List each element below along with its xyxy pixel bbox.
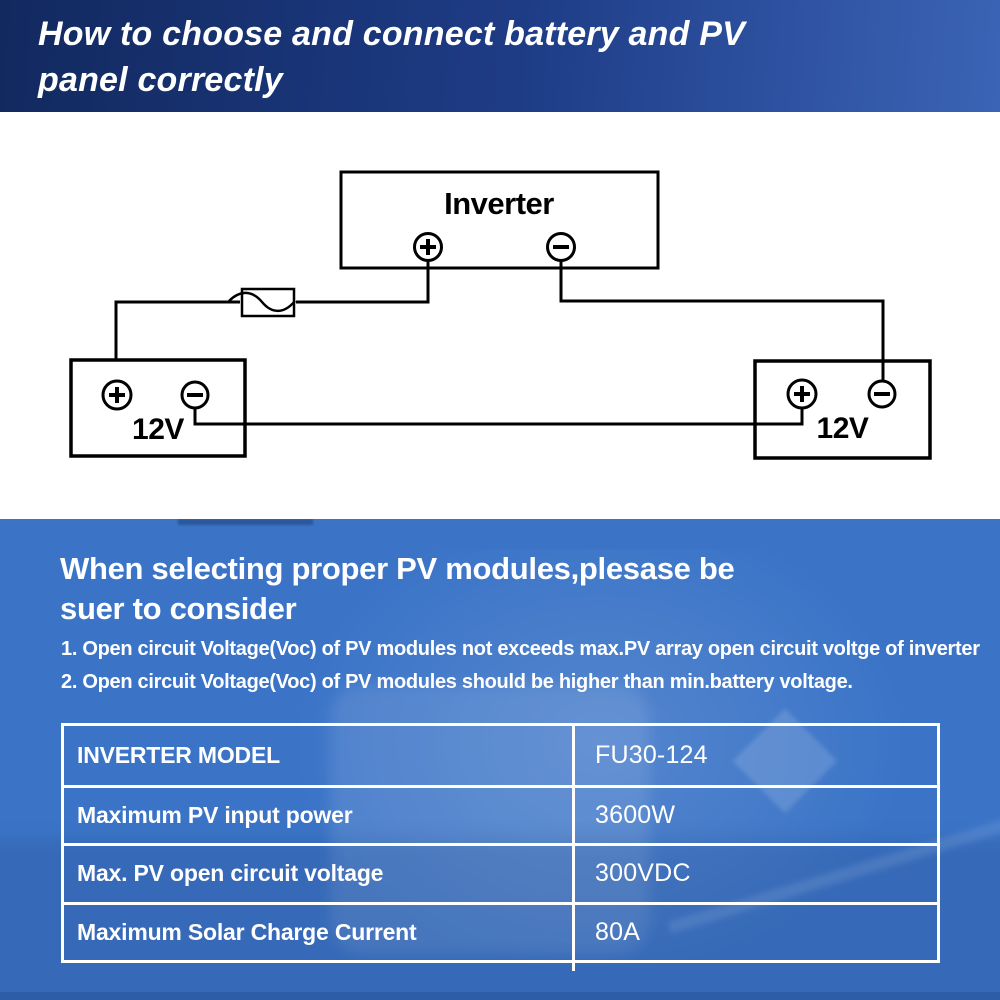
- spec-table: INVERTER MODEL FU30-124 Maximum PV input…: [61, 723, 940, 971]
- battery-left-box: [69, 358, 247, 458]
- spec-row-label: Maximum PV input power: [64, 784, 572, 844]
- battery-right-box: [753, 359, 932, 460]
- spec-row-value: 80A: [572, 901, 937, 960]
- header-banner: How to choose and connect battery and PV…: [0, 0, 1000, 112]
- inverter-minus-terminal-icon: [546, 232, 576, 262]
- battery-right-label: 12V: [816, 412, 869, 445]
- spec-row-label: INVERTER MODEL: [77, 741, 280, 768]
- note-1: 1. Open circuit Voltage(Voc) of PV modul…: [61, 638, 980, 660]
- spec-row-value: FU30-124: [572, 726, 937, 785]
- section-heading: When selecting proper PV modules,plesase…: [60, 549, 735, 629]
- page-title-line1: How to choose and connect battery and PV: [38, 15, 745, 53]
- battery-right-minus-terminal-icon: [867, 379, 897, 409]
- battery-right-plus-terminal-icon: [786, 378, 818, 410]
- wire-inverter-plus-to-fuse: [296, 260, 430, 304]
- spec-row-value: 3600W: [572, 784, 937, 843]
- battery-left-label: 12V: [132, 413, 184, 446]
- pv-info-section: When selecting proper PV modules,plesase…: [0, 519, 1000, 1000]
- inverter-plus-terminal-icon: [413, 232, 443, 262]
- inverter-label: Inverter: [444, 186, 554, 221]
- inverter-box: [339, 170, 660, 270]
- page-title-line2: panel correctly: [38, 61, 283, 99]
- battery-left-minus-terminal-icon: [180, 380, 210, 410]
- spec-row-label: Max. PV open circuit voltage: [64, 843, 572, 902]
- wire-fuse-to-battery-left-plus: [114, 300, 240, 360]
- wiring-diagram: Inverter 12V 12V: [0, 112, 1000, 519]
- wire-battery-left-minus-to-battery-right-plus: [193, 408, 804, 426]
- note-2: 2. Open circuit Voltage(Voc) of PV modul…: [61, 671, 853, 693]
- bottom-strip: [0, 992, 1000, 1000]
- battery-left-plus-terminal-icon: [101, 379, 133, 411]
- section-heading-line1: When selecting proper PV modules,plesase…: [60, 551, 735, 586]
- section-heading-line2: suer to consider: [60, 591, 297, 626]
- wire-inverter-minus-to-battery-right-minus: [559, 260, 885, 381]
- spec-row-value: 300VDC: [572, 843, 937, 902]
- spec-row-label: Maximum Solar Charge Current: [64, 901, 572, 961]
- ghost-roof-bar: [178, 519, 313, 525]
- fuse-icon: [228, 287, 296, 318]
- wiring-diagram-svg: [69, 170, 932, 460]
